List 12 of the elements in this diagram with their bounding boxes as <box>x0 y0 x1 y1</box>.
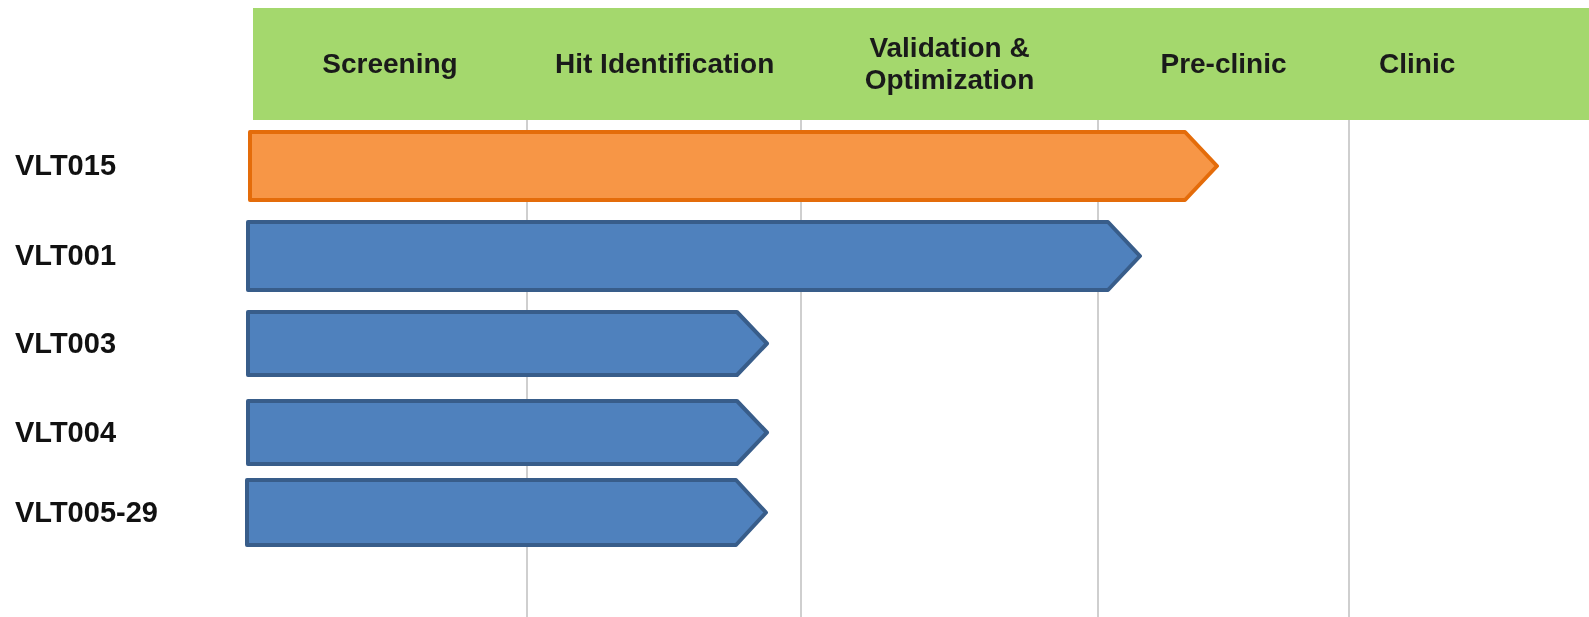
stage-name: Hit Identification <box>555 47 775 81</box>
compound-label: VLT003 <box>15 326 116 360</box>
stage-name: Validation & Optimization <box>863 31 1036 97</box>
compound-label: VLT001 <box>15 239 116 272</box>
stage-name: Screening <box>322 47 458 81</box>
compound-label: VLT005-29 <box>15 495 158 529</box>
stage-name: Pre-clinic <box>1160 47 1287 81</box>
compound-label: VLT004 <box>15 415 116 449</box>
stage-header-cell <box>253 8 527 120</box>
stage-name: Clinic <box>1379 47 1456 81</box>
compound-label: VLT015 <box>15 149 116 182</box>
stage-header-cell <box>1349 8 1589 120</box>
